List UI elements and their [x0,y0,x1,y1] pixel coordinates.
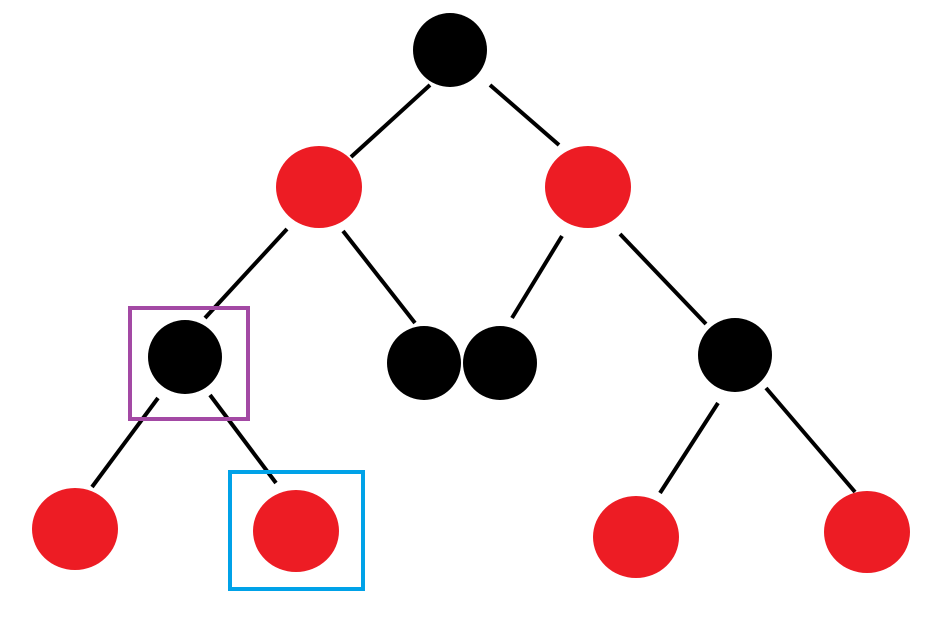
node-right-right-black [698,318,772,392]
highlight-box-blue-left-left-right [228,470,365,591]
edges-layer [90,83,857,495]
highlight-box-purple-left-left [128,306,250,421]
node-left-left-right-red [253,490,339,572]
edge-left-left-to-left-left-left [90,396,160,489]
node-root-black [413,13,487,87]
node-left-left-black [148,320,222,394]
node-right-left-black [463,326,537,400]
edge-right-child-to-right-right [618,232,708,326]
highlights-layer [128,306,365,591]
edge-right-right-to-right-right-right [764,386,857,494]
nodes-layer [32,13,910,578]
edge-left-child-to-left-right [341,229,417,325]
edge-left-left-to-left-left-right [208,393,278,485]
node-right-right-right-red [824,491,910,573]
node-left-child-red [276,146,362,228]
edge-root-to-right-child [488,83,561,147]
node-right-right-left-red [593,496,679,578]
edge-right-child-to-right-left [510,234,564,320]
edge-right-right-to-right-right-left [658,401,720,495]
node-right-child-red [545,146,631,228]
node-left-right-black [387,326,461,400]
edge-left-child-to-left-left [203,227,289,320]
edge-root-to-left-child [349,83,432,159]
node-left-left-left-red [32,488,118,570]
